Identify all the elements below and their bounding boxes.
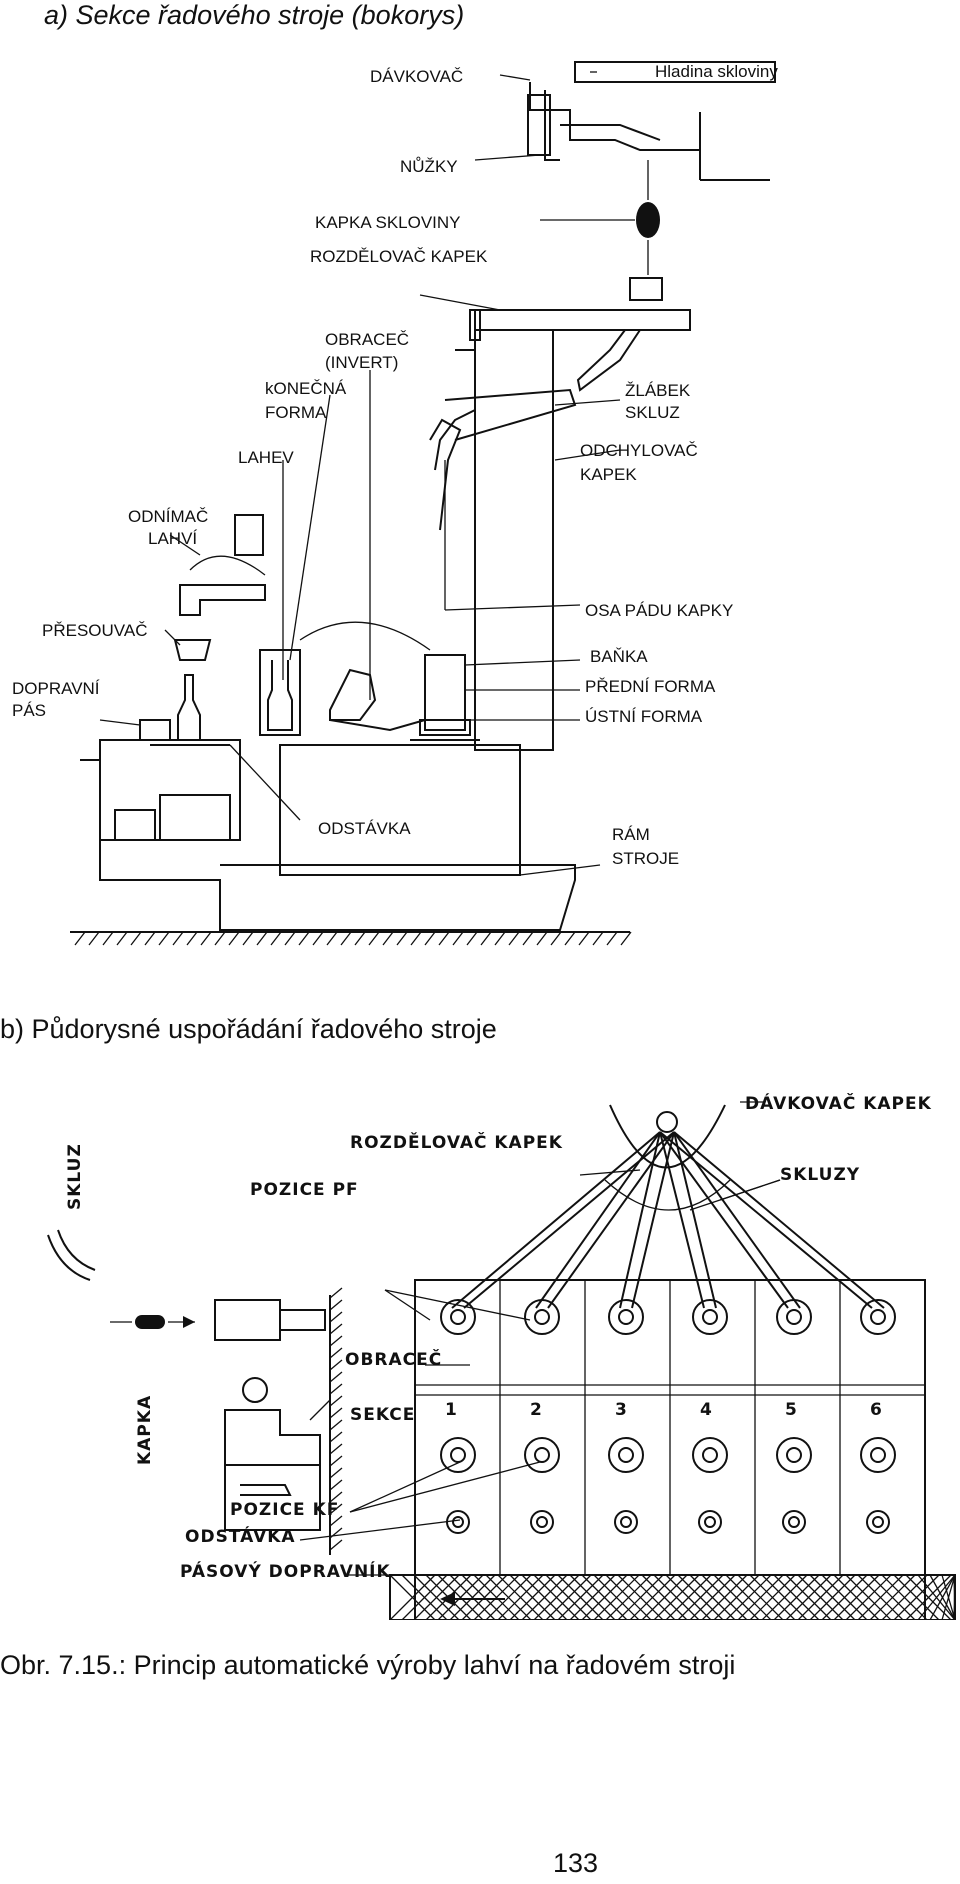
label-nuzky: NŮŽKY (400, 157, 458, 176)
label-predni: PŘEDNÍ FORMA (585, 677, 716, 696)
section-grid (414, 1279, 926, 1620)
final-position-1 (440, 1437, 476, 1473)
blank-position-4 (692, 1299, 728, 1335)
label-skluz: SKLUZ (625, 403, 680, 422)
label-odnimac: ODNÍMAČ (128, 507, 208, 526)
heading-plan-view: b) Půdorysné uspořádání řadového stroje (0, 1014, 497, 1044)
blank-position-2 (524, 1299, 560, 1335)
section-number-1: 1 (445, 1400, 458, 1420)
label-presouvac: PŘESOUVAČ (42, 621, 148, 640)
label-zlabek: ŽLÁBEK (625, 381, 691, 400)
final-mould (259, 649, 301, 736)
label-ram: RÁM (612, 825, 650, 844)
label-forma: FORMA (265, 403, 327, 422)
label-davkovac-kapek: DÁVKOVAČ KAPEK (745, 1092, 932, 1114)
label-skluzy: SKLUZY (780, 1165, 860, 1185)
blank-position-3 (608, 1299, 644, 1335)
gob-plan (110, 1315, 195, 1329)
section-number-5: 5 (785, 1400, 798, 1420)
label-pasovy: PÁSOVÝ DOPRAVNÍK (180, 1560, 391, 1582)
label-sekce: SEKCE (350, 1405, 415, 1425)
conveyor (389, 1574, 956, 1620)
plan-leader-lines (299, 1101, 781, 1576)
section-number-6: 6 (870, 1400, 883, 1420)
label-rozdelovac: ROZDĚLOVAČ KAPEK (310, 247, 488, 266)
final-position-4 (692, 1437, 728, 1473)
label-lahvi: LAHVÍ (148, 529, 197, 548)
label-davkovac: DÁVKOVAČ (370, 67, 463, 86)
ground-hatching (70, 931, 632, 946)
glass-gob (636, 202, 660, 238)
chute-2 (535, 1131, 661, 1309)
label-lahev: LAHEV (238, 448, 294, 467)
label-stroje: STROJE (612, 849, 679, 868)
heading-side-view: a) Sekce řadového stroje (bokorys) (44, 0, 465, 30)
final-position-6 (860, 1437, 896, 1473)
label-rozdelovac-kapek: ROZDĚLOVAČ KAPEK (350, 1131, 563, 1153)
plan-view-diagram: 1 2 3 4 5 6 (47, 1092, 956, 1620)
blank-position-1 (440, 1299, 476, 1335)
feeder (527, 61, 776, 181)
label-invert: (INVERT) (325, 353, 398, 372)
section-numbers: 1 2 3 4 5 6 (445, 1400, 883, 1420)
label-hladina: Hladina skloviny (655, 62, 778, 81)
side-chute (47, 1229, 96, 1281)
chute-3 (619, 1131, 661, 1309)
label-konecna: kONEČNÁ (265, 379, 347, 398)
chutes (451, 1131, 885, 1309)
gob-distributor (474, 277, 691, 392)
label-skluz-plan: SKLUZ (65, 1143, 85, 1210)
label-kapka: KAPKA SKLOVINY (315, 213, 461, 232)
takeout (173, 514, 266, 661)
machine-column (429, 309, 577, 751)
label-ustni: ÚSTNÍ FORMA (585, 707, 703, 726)
label-obracec: OBRACEČ (325, 330, 409, 349)
chute-1 (451, 1131, 661, 1309)
label-kapek: KAPEK (580, 465, 637, 484)
deadplate-position-3 (614, 1510, 638, 1534)
plan-left-machinery (214, 1287, 343, 1555)
label-pozice-kf: POZICE KF (230, 1500, 339, 1520)
label-odchylovac: ODCHYLOVAČ (580, 441, 698, 460)
label-pas: PÁS (12, 701, 46, 720)
final-position-2 (524, 1437, 560, 1473)
blank-position-5 (776, 1299, 812, 1335)
blank-mould (410, 654, 480, 741)
blank-positions (440, 1299, 896, 1335)
label-dopravni: DOPRAVNÍ (12, 679, 100, 698)
deadplate-position-1 (446, 1510, 470, 1534)
deadplate-position-2 (530, 1510, 554, 1534)
figure-caption: Obr. 7.15.: Princip automatické výroby l… (0, 1650, 736, 1680)
invert-arm (299, 621, 431, 732)
section-number-3: 3 (615, 1400, 628, 1420)
chute-4 (659, 1131, 705, 1309)
deadplate-position-4 (698, 1510, 722, 1534)
leader-lines (99, 74, 635, 876)
chute-5 (659, 1131, 789, 1309)
label-odstavka-plan: ODSTÁVKA (185, 1525, 296, 1547)
section-number-4: 4 (700, 1400, 713, 1420)
page-number: 133 (553, 1848, 599, 1878)
chute-6 (659, 1131, 873, 1309)
label-kapka-plan: KAPKA (135, 1395, 155, 1465)
label-obracec-plan: OBRACEČ (345, 1348, 442, 1370)
label-osa: OSA PÁDU KAPKY (585, 601, 733, 620)
side-view-diagram: DÁVKOVAČ Hladina skloviny NŮŽKY KAPKA SK… (12, 61, 778, 946)
final-position-3 (608, 1437, 644, 1473)
final-positions (440, 1437, 896, 1473)
label-odstavka: ODSTÁVKA (318, 819, 411, 838)
section-number-2: 2 (530, 1400, 543, 1420)
label-banka: BAŇKA (590, 647, 648, 666)
bottle-on-deadplate (139, 674, 230, 746)
label-pozice-pf: POZICE PF (250, 1180, 359, 1200)
deadplate-position-6 (866, 1510, 890, 1534)
final-position-5 (776, 1437, 812, 1473)
deadplate-position-5 (782, 1510, 806, 1534)
blank-position-6 (860, 1299, 896, 1335)
deadplate-positions (446, 1510, 890, 1534)
